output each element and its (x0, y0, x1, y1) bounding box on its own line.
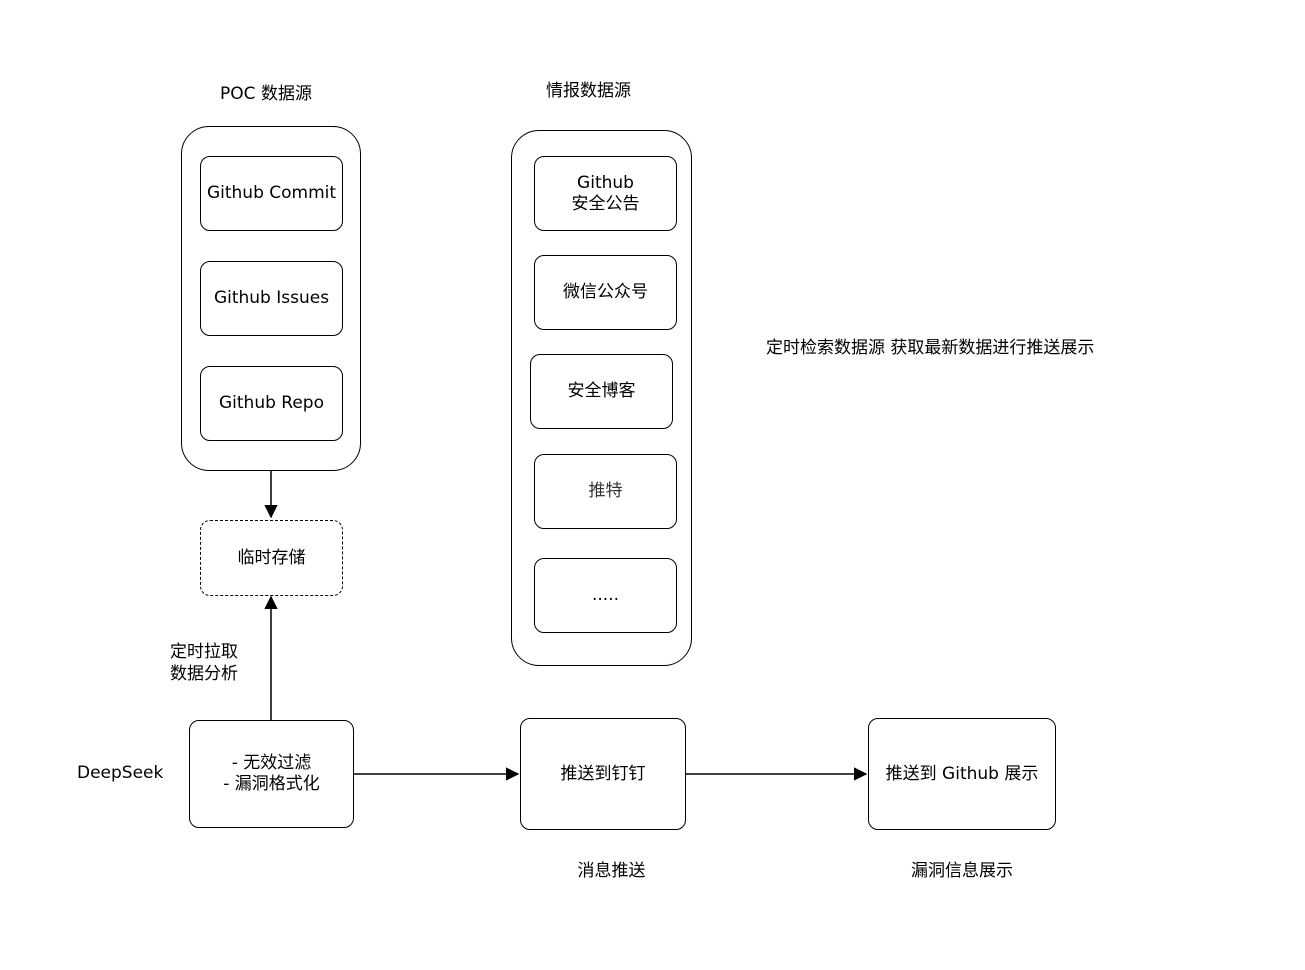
push-github-box: 推送到 Github 展示 (868, 718, 1056, 830)
more-sources-box: ..... (534, 558, 677, 633)
push-dingtalk-box: 推送到钉钉 (520, 718, 686, 830)
github-repo-box: Github Repo (200, 366, 343, 441)
pull-analysis-label: 定时拉取 数据分析 (170, 642, 238, 684)
vuln-display-caption: 漏洞信息展示 (911, 861, 1013, 881)
message-push-caption: 消息推送 (577, 861, 646, 881)
github-issues-box: Github Issues (200, 261, 343, 336)
github-advisory-box: Github 安全公告 (534, 156, 677, 231)
intel-group-title: 情报数据源 (546, 81, 631, 101)
description-text: 定时检索数据源 获取最新数据进行推送展示 (766, 338, 1095, 358)
deepseek-process-box: - 无效过滤 - 漏洞格式化 (189, 720, 354, 828)
security-blog-box: 安全博客 (530, 354, 673, 429)
github-commit-box: Github Commit (200, 156, 343, 231)
deepseek-label: DeepSeek (77, 763, 164, 783)
wechat-account-box: 微信公众号 (534, 255, 677, 330)
poc-group-title: POC 数据源 (220, 84, 312, 104)
temp-storage-box: 临时存储 (200, 520, 343, 596)
twitter-box: 推特 (534, 454, 677, 529)
